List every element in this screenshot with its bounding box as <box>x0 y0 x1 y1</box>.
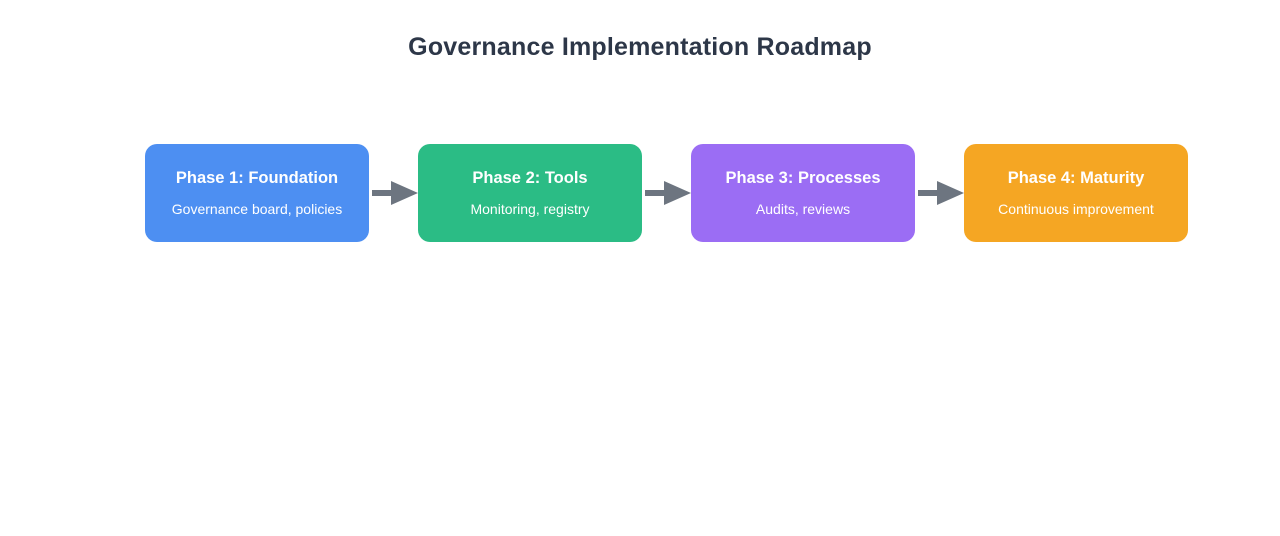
phase-subtitle: Audits, reviews <box>755 201 851 217</box>
phase-title: Phase 2: Tools <box>472 169 588 187</box>
phase-title: Phase 4: Maturity <box>1007 169 1145 187</box>
phase-title: Phase 1: Foundation <box>175 169 339 187</box>
phase-subtitle: Continuous improvement <box>998 201 1154 217</box>
roadmap-flow: Phase 1: Foundation Governance board, po… <box>145 144 1188 242</box>
flow-arrow <box>915 144 964 242</box>
phase-card-maturity: Phase 4: Maturity Continuous improvement <box>964 144 1188 242</box>
flow-arrow <box>369 144 418 242</box>
arrow-shaft <box>645 190 664 196</box>
arrow-shaft <box>918 190 937 196</box>
phase-title: Phase 3: Processes <box>725 169 881 187</box>
arrow-right-icon <box>937 181 964 205</box>
page-title: Governance Implementation Roadmap <box>408 33 872 61</box>
arrow-right-icon <box>391 181 418 205</box>
arrow-right-icon <box>664 181 691 205</box>
arrow-shaft <box>372 190 391 196</box>
flow-arrow <box>642 144 691 242</box>
phase-subtitle: Governance board, policies <box>171 201 343 217</box>
phase-subtitle: Monitoring, registry <box>470 201 590 217</box>
phase-card-processes: Phase 3: Processes Audits, reviews <box>691 144 915 242</box>
phase-card-foundation: Phase 1: Foundation Governance board, po… <box>145 144 369 242</box>
phase-card-tools: Phase 2: Tools Monitoring, registry <box>418 144 642 242</box>
